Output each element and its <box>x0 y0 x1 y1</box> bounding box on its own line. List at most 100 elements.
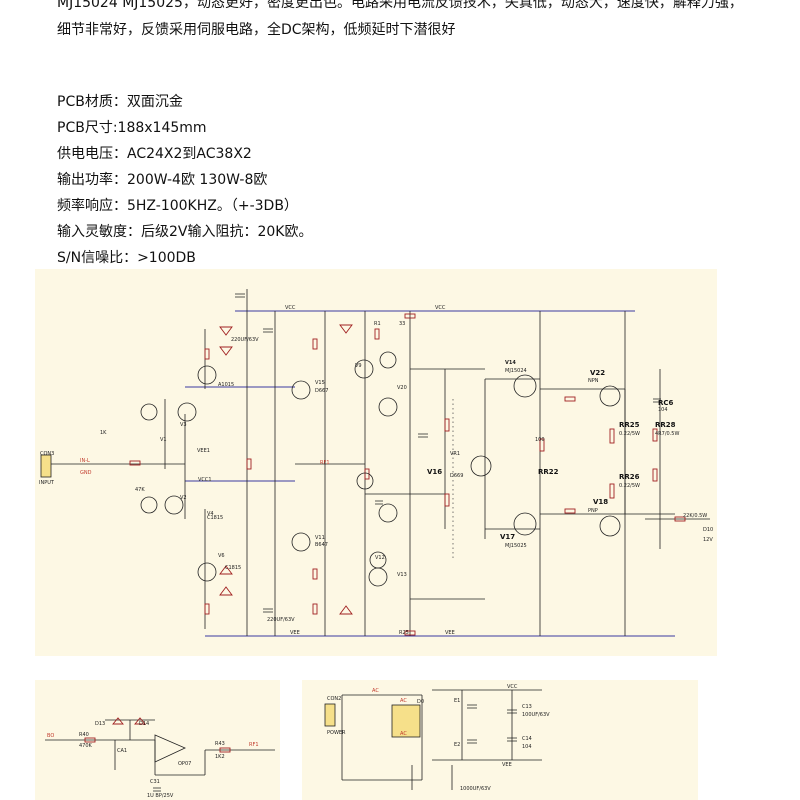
label-b647: B647 <box>315 542 328 548</box>
label-cap1: 220UF/63V <box>231 337 259 343</box>
spec-input-sensitivity: 输入灵敏度：后级2V输入阻抗：20K欧。 <box>57 224 313 240</box>
label-vee-ps: VEE <box>502 762 512 768</box>
label-c31: C31 <box>150 779 160 785</box>
label-v20: V20 <box>397 385 407 391</box>
label-v15: V15 <box>315 380 325 386</box>
label-v9: V9 <box>355 363 362 369</box>
label-v12: V12 <box>375 555 385 561</box>
label-npn: NPN <box>588 378 599 384</box>
main-schematic-drawing: VCC VCC VEE VEE VCC1 VEE1 CON3 INPUT IN-… <box>39 289 713 637</box>
spec-snr: S/N信噪比：>100DB <box>57 250 196 266</box>
label-r40: R40 <box>79 732 89 738</box>
label-vcc-ps: VCC <box>507 684 518 690</box>
label-rr28: RR28 <box>655 421 676 429</box>
label-d669: D669 <box>450 473 463 479</box>
label-gnd: GND <box>80 470 92 476</box>
label-r1k: 1K <box>100 430 107 436</box>
label-a1015: A1015 <box>218 382 234 388</box>
label-rr22: RR22 <box>538 468 559 476</box>
label-rr25-value: 0.22/5W <box>619 431 640 437</box>
label-d14: D14 <box>139 721 149 727</box>
label-c14-value: 104 <box>522 744 532 750</box>
label-vee: VEE <box>290 630 300 636</box>
input-connector <box>40 454 52 478</box>
description-line-1: MJ15024 MJ15025，动态更好，密度更出色。电路采用电流反馈技术，失真… <box>57 0 743 11</box>
label-ac: AC <box>372 688 379 694</box>
label-1000uf: 1000UF/63V <box>460 786 491 792</box>
label-rr26: RR26 <box>619 473 640 481</box>
label-v13: V13 <box>397 572 407 578</box>
label-r1: R1 <box>374 321 381 327</box>
label-r40-value: 470K <box>79 743 93 749</box>
label-ac-2: AC <box>400 731 407 737</box>
description-line-2: 细节非常好，反馈采用伺服电路，全DC架构，低频延时下潜很好 <box>57 22 456 38</box>
label-v22: V22 <box>590 369 605 377</box>
label-ac-1: AC <box>400 698 407 704</box>
label-c1815-2: C1815 <box>225 565 241 571</box>
label-rf1: RF1 <box>320 460 330 466</box>
label-power: POWER <box>327 730 346 736</box>
label-cap2: 220UF/63V <box>267 617 295 623</box>
label-vcc-2: VCC <box>435 305 446 311</box>
label-mj15024: MJ15024 <box>505 368 527 374</box>
label-r100: 100 <box>535 437 545 443</box>
servo-schematic-drawing: D13 D14 R40 470K R43 1K2 RF1 OP07 C31 1U… <box>45 717 275 799</box>
label-rr26-value: 0.22/5W <box>619 483 640 489</box>
label-r43-value: 1K2 <box>215 754 225 760</box>
label-con2: CON2 <box>327 696 341 702</box>
label-op07: OP07 <box>178 761 191 767</box>
label-rc6-value: 104 <box>658 407 668 413</box>
label-bo: BO <box>47 733 54 739</box>
power-supply-schematic: CON2 POWER AC D0 VCC VEE E1 E2 C13 100UF… <box>302 680 698 800</box>
label-v2: V2 <box>180 495 187 501</box>
label-v11: V11 <box>315 535 325 541</box>
label-v3: V3 <box>180 422 187 428</box>
label-v18: V18 <box>593 498 608 506</box>
label-rc: 22K/0.5W <box>683 513 707 519</box>
servo-schematic: D13 D14 R40 470K R43 1K2 RF1 OP07 C31 1U… <box>35 680 280 800</box>
label-12v: 12V <box>703 537 713 543</box>
label-in-l: IN-L <box>80 458 90 464</box>
label-c31-value: 1U BP/25V <box>147 793 174 799</box>
label-c1815: C1815 <box>207 515 223 521</box>
label-vee1: VEE1 <box>197 448 210 454</box>
label-con3: CON3 <box>40 451 54 457</box>
label-rr25: RR25 <box>619 421 640 429</box>
spec-supply-voltage: 供电电压：AC24X2到AC38X2 <box>57 146 252 162</box>
label-rc6: RC6 <box>658 399 674 407</box>
label-v1: V1 <box>160 437 167 443</box>
label-r25: R25 <box>399 630 409 636</box>
description-paragraph: MJ15024 MJ15025，动态更好，密度更出色。电路采用电流反馈技术，失真… <box>57 0 797 44</box>
label-c13: C13 <box>522 704 532 710</box>
label-rr28-value: 4R7/0.5W <box>655 431 679 437</box>
label-mj15025: MJ15025 <box>505 543 527 549</box>
label-e1: E1 <box>454 698 460 704</box>
label-c13-value: 100UF/63V <box>522 712 550 718</box>
label-ca1: CA1 <box>117 748 127 754</box>
label-vr1: VR1 <box>450 451 460 457</box>
power-supply-drawing: CON2 POWER AC D0 VCC VEE E1 E2 C13 100UF… <box>324 684 550 792</box>
label-c14: C14 <box>522 736 532 742</box>
spec-frequency-response: 频率响应：5HZ-100KHZ。（+-3DB） <box>57 198 298 214</box>
label-d10: D10 <box>703 527 713 533</box>
label-r43: R43 <box>215 741 225 747</box>
label-pnp: PNP <box>588 508 598 514</box>
label-vee-2: VEE <box>445 630 455 636</box>
label-r47k: 47K <box>135 487 145 493</box>
power-connector <box>324 703 336 727</box>
label-v14: V14 <box>505 360 516 366</box>
label-r33: 33 <box>399 321 405 327</box>
spec-pcb-material: PCB材质：双面沉金 <box>57 94 183 110</box>
label-v4: V4 <box>207 511 214 517</box>
spec-output-power: 输出功率：200W-4欧 130W-8欧 <box>57 172 268 188</box>
label-d13: D13 <box>95 721 105 727</box>
label-input: INPUT <box>39 480 55 486</box>
label-rf1-servo: RF1 <box>249 742 259 748</box>
label-e2: E2 <box>454 742 460 748</box>
label-d667: D667 <box>315 388 328 394</box>
bridge-rectifier <box>391 704 421 738</box>
label-vcc: VCC <box>285 305 296 311</box>
main-amplifier-schematic: VCC VCC VEE VEE VCC1 VEE1 CON3 INPUT IN-… <box>35 269 717 656</box>
label-vcc1: VCC1 <box>198 477 212 483</box>
label-v16: V16 <box>427 468 442 476</box>
